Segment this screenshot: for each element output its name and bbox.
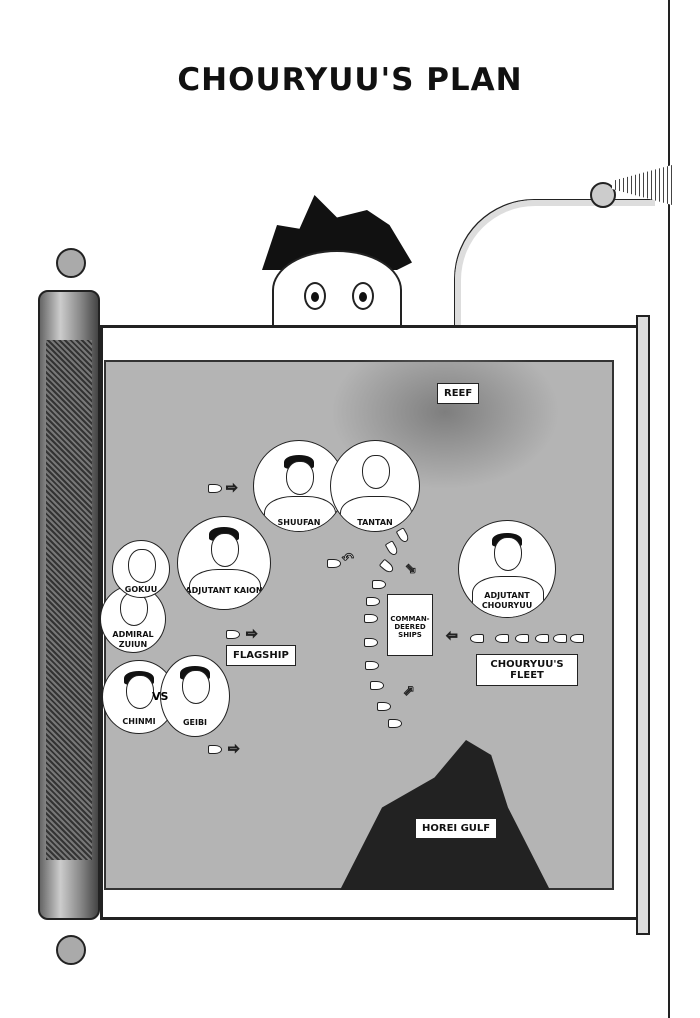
face [182, 670, 210, 704]
ship-marker [208, 484, 222, 493]
page-title: CHOURYUU'S PLAN [177, 62, 523, 98]
ship-marker [370, 681, 384, 690]
tassel-bead [590, 182, 616, 208]
arrow-curved-icon: ↶ [342, 551, 355, 567]
arrow-right-icon: ⇨ [246, 626, 259, 642]
uniform [472, 576, 544, 617]
arrow-left-icon: ⇦ [446, 628, 459, 644]
arrow-right-icon: ⇨ [226, 480, 239, 496]
arrow-right-icon: ⇨ [228, 741, 241, 757]
fleet-ship-marker [553, 634, 567, 643]
fleet-ship-marker [570, 634, 584, 643]
scroll-right-rod [636, 315, 650, 935]
flagship-marker [226, 630, 240, 639]
fleet-label: CHOURYUU'S FLEET [476, 654, 578, 686]
arrow-down-right-icon: ⇘ [405, 561, 418, 577]
uniform [189, 569, 261, 609]
portrait-chouryuu: ADJUTANT CHOURYUU [458, 520, 556, 618]
scroll-roller-grip [46, 340, 92, 860]
fleet-ship-marker [515, 634, 529, 643]
face [211, 533, 239, 567]
scroll-cord [455, 200, 655, 390]
fleet-ship-marker [535, 634, 549, 643]
portrait-kaion: ADJUTANT KAION [177, 516, 271, 610]
ship-marker [388, 719, 402, 728]
ship-marker [377, 702, 391, 711]
boy-face [272, 250, 402, 330]
face [128, 549, 156, 583]
ship-marker [327, 559, 341, 568]
gulf-label: HOREI GULF [415, 818, 498, 839]
face [286, 461, 314, 495]
arrow-up-right-icon: ⇗ [403, 683, 416, 699]
name-label: ADJUTANT KAION [185, 586, 263, 595]
name-label: GEIBI [182, 718, 208, 727]
ship-marker [364, 638, 378, 647]
face [120, 592, 148, 626]
eye-icon [352, 282, 374, 310]
name-label: TANTAN [357, 518, 393, 527]
flagship-label: FLAGSHIP [226, 645, 296, 666]
reef-label: REEF [437, 383, 480, 404]
tassel [612, 165, 672, 205]
fleet-ship-marker [495, 634, 509, 643]
portrait-gokuu: GOKUU [112, 540, 170, 598]
panel-border [668, 0, 670, 1018]
name-label: ADMIRAL ZUIUN [112, 630, 154, 649]
uniform [340, 496, 412, 531]
name-label: SHUUFAN [277, 518, 321, 527]
ship-marker [364, 614, 378, 623]
portrait-geibi: GEIBI [160, 655, 230, 737]
ship-marker [365, 661, 379, 670]
uniform [264, 496, 336, 531]
commandeered-ships-label: COMMAN-DEERED SHIPS [387, 594, 433, 656]
roller-knob-bottom [56, 935, 86, 965]
ship-marker [372, 580, 386, 589]
face [362, 455, 390, 489]
portrait-tantan: TANTAN [330, 440, 420, 532]
versus-label: VS [152, 690, 169, 703]
face [494, 537, 522, 571]
roller-knob-top [56, 248, 86, 278]
face [126, 675, 154, 709]
fleet-ship-marker [470, 634, 484, 643]
name-label: CHINMI [122, 717, 156, 726]
name-label: ADJUTANT CHOURYUU [481, 591, 533, 610]
ship-marker [366, 597, 380, 606]
eye-icon [304, 282, 326, 310]
name-label: GOKUU [124, 585, 158, 594]
ship-marker [208, 745, 222, 754]
